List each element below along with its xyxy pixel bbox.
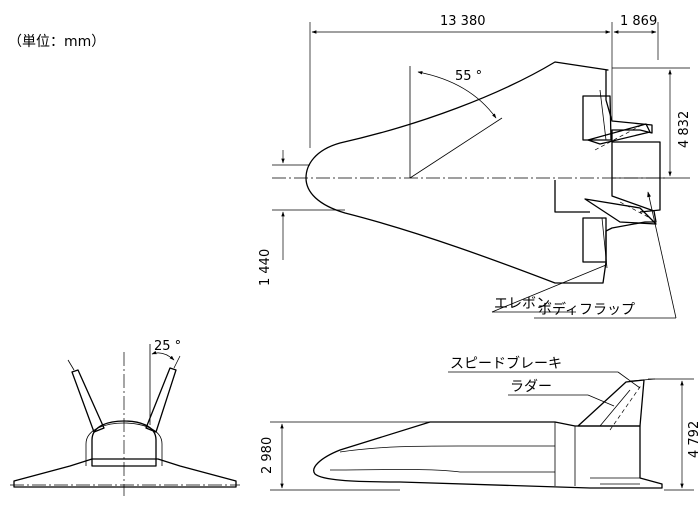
elevon-leader [491,264,607,313]
front-view: 25 ° [10,339,240,496]
dim-length-label: 13 380 [440,14,486,29]
side-view: 2 980 4 792 スピードブレーキ ラダー [260,355,700,491]
fin-cant-label: 25 ° [154,339,181,354]
plan-fin-lower [584,198,657,225]
rudder-label: ラダー [510,379,552,395]
plan-view: 55 ° 13 380 1 869 4 832 1 440 エレボン ボディフラ… [258,14,692,319]
dim-total-height-label: 4 792 [687,421,700,458]
dim-tail-label: 1 869 [620,14,657,29]
front-wing [13,458,237,488]
plan-fuselage-outline [305,61,657,284]
front-fin-right [145,367,177,433]
sweep-angle-label: 55 ° [455,69,482,84]
dim-body-width-label: 1 440 [258,249,273,286]
speed-brake-label: スピードブレーキ [450,355,562,372]
elevon-label: エレボン [494,296,550,312]
unit-label: （単位：mm） [8,34,106,50]
front-fin-left [71,369,105,433]
sweep-reference-diagonal [409,117,503,179]
plan-aft-body [554,180,590,213]
dim-body-height-label: 2 980 [260,437,275,474]
sweep-angle-arc [417,71,497,119]
side-fuselage [313,421,663,489]
side-vertical-tail [577,379,645,427]
fin-cant-arc [151,350,175,361]
plan-fin-upper [587,123,651,145]
dim-span-label: 4 832 [677,111,692,148]
body-flap-label: ボディフラップ [538,301,635,318]
